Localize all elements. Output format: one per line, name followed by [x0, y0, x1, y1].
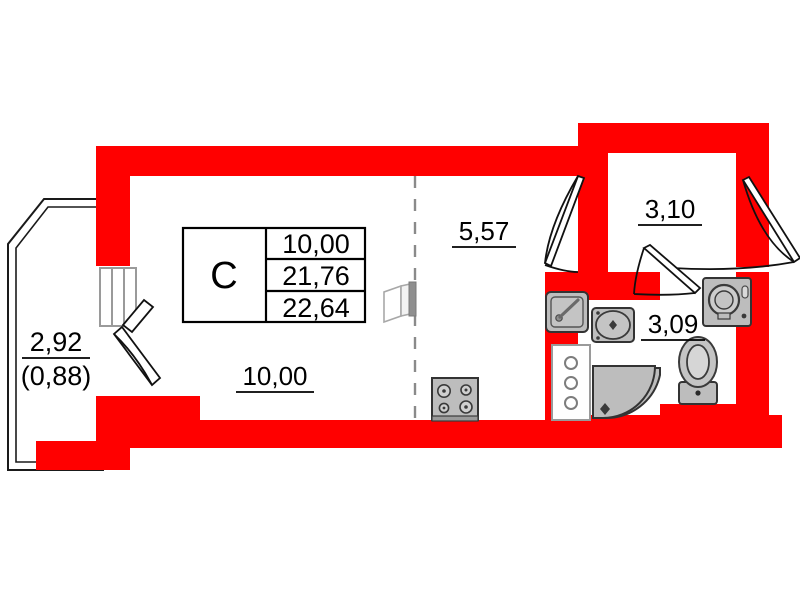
bathroom-door[interactable] [633, 243, 702, 296]
balcony-area-sub-value: (0,88) [21, 361, 92, 391]
stove-four-burner [431, 377, 479, 422]
bathroom-area-value: 3,09 [648, 309, 699, 339]
sliding-partition-door[interactable] [383, 281, 417, 324]
room-label-hallway: 3,10 [638, 194, 702, 226]
hallway-area-value: 3,10 [645, 194, 696, 224]
kitchen-cabinet-three-burner [551, 344, 591, 421]
toilet [678, 336, 718, 405]
living-room-area-value: 10,00 [242, 361, 307, 391]
bathroom-washbasin [591, 307, 635, 343]
shower-corner [592, 365, 661, 420]
hallway-door-left[interactable] [543, 174, 586, 273]
kitchen-zone-area-value: 5,57 [459, 216, 510, 246]
kitchen-sink [545, 291, 589, 333]
washing-machine [702, 277, 752, 327]
table-row-value-2: 22,64 [282, 293, 350, 323]
balcony-area-value: 2,92 [30, 327, 83, 357]
room-label-living-room: 10,00 [236, 361, 314, 393]
summary-table: C 10,00 21,76 22,64 [181, 226, 367, 324]
room-label-balcony: 2,92 (0,88) [21, 327, 92, 391]
table-type-letter: C [210, 255, 237, 297]
table-row-value-0: 10,00 [282, 229, 350, 259]
room-label-bathroom: 3,09 [641, 309, 705, 341]
entrance-door[interactable] [671, 175, 800, 271]
balcony-door[interactable] [99, 267, 162, 387]
table-row-value-1: 21,76 [282, 261, 350, 291]
room-label-kitchen-zone: 5,57 [452, 216, 516, 248]
